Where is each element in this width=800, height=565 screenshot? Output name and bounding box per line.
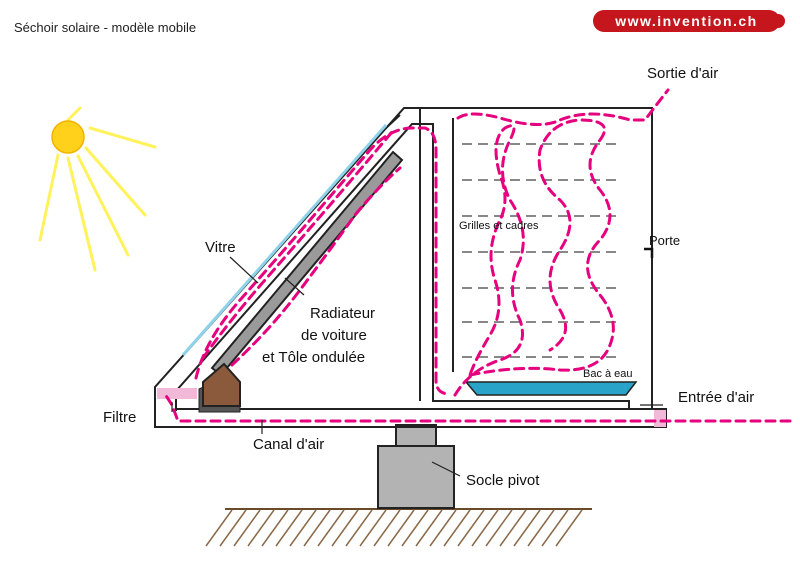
ground-hatch-line [275, 509, 303, 547]
label-filtre: Filtre [103, 409, 136, 426]
label-radiateur-1: Radiateur [310, 305, 375, 322]
ground-hatch-line [401, 509, 429, 547]
ground-hatch-line [443, 509, 471, 547]
ground-hatch-line [555, 509, 583, 547]
diagram-title: Séchoir solaire - modèle mobile [14, 20, 197, 35]
ground-hatch-line [219, 509, 247, 547]
air-inlet-filter [654, 410, 666, 427]
ground-hatch-line [415, 509, 443, 547]
airflow-inlet [163, 392, 792, 423]
sun-icon [38, 106, 157, 272]
ground-hatch-line [233, 509, 261, 547]
leader-lines [171, 256, 663, 477]
ground-hatch-line [499, 509, 527, 547]
airflow-paths [163, 88, 792, 423]
ground-hatch-line [345, 509, 373, 547]
ground-hatch-line [513, 509, 541, 547]
label-radiateur-3: et Tôle ondulée [262, 349, 365, 366]
radiator-base-block [198, 362, 241, 413]
ground-hatch-line [373, 509, 401, 547]
label-radiateur-2: de voiture [301, 327, 367, 344]
airflow-radiator [230, 166, 402, 367]
ground-hatch-line [485, 509, 513, 547]
door-handle [644, 247, 654, 258]
ground-hatch-line [289, 509, 317, 547]
label-canal-air: Canal d'air [253, 436, 324, 453]
label-bac: Bac à eau [583, 368, 633, 380]
airflow-glass-gap [201, 130, 394, 360]
ground-hatch-line [457, 509, 485, 547]
drying-racks [462, 143, 618, 358]
water-tray [464, 381, 638, 396]
glass-pane [181, 124, 388, 356]
ground-hatch-line [303, 509, 331, 547]
ground-hatch-line [527, 509, 555, 547]
ground-hatch-line [317, 509, 345, 547]
label-sortie-air: Sortie d'air [647, 65, 718, 82]
airflow-chamber-2 [468, 118, 615, 377]
ground-hatch-line [261, 509, 289, 547]
airflow-collector [194, 126, 452, 396]
ground-hatch-line [331, 509, 359, 547]
ground [205, 508, 592, 547]
brand-badge[interactable]: www.invention.ch [593, 10, 785, 32]
ground-hatch-line [471, 509, 499, 547]
filter [157, 388, 197, 399]
label-vitre: Vitre [205, 239, 236, 256]
ground-hatch-line [541, 509, 569, 547]
pivot-base [377, 424, 455, 509]
ground-hatch-line [387, 509, 415, 547]
label-socle: Socle pivot [466, 472, 540, 489]
ground-hatch-line [205, 509, 233, 547]
ground-hatch-line [429, 509, 457, 547]
ground-hatch-line [247, 509, 275, 547]
airflow-chamber [453, 124, 525, 397]
label-grilles: Grilles et cadres [459, 220, 539, 232]
label-entree-air: Entrée d'air [678, 389, 754, 406]
label-porte: Porte [649, 233, 680, 248]
ground-hatch-line [359, 509, 387, 547]
airflow-top [456, 88, 670, 126]
